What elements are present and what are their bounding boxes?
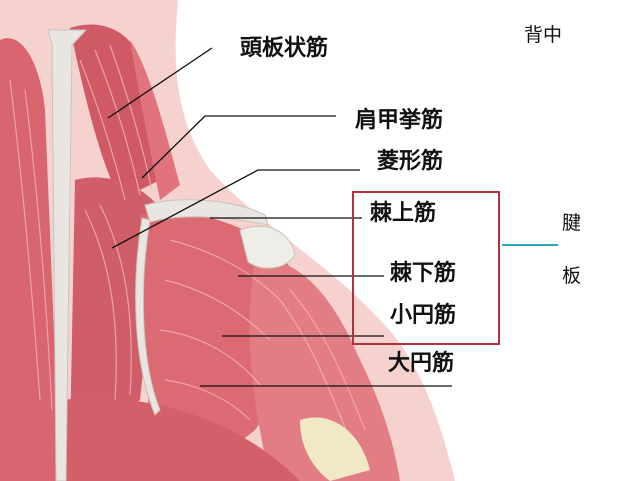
muscle-left-back <box>0 38 60 481</box>
label-back: 背中 <box>524 24 563 46</box>
scapula-spine <box>144 199 269 226</box>
muscle-fibers <box>9 44 366 441</box>
humerus-bone <box>300 417 370 481</box>
label-splenius-capitis: 頭板状筋 <box>240 36 329 61</box>
spine <box>47 29 88 481</box>
leader-lines <box>107 47 452 387</box>
muscle-lower-back <box>60 398 300 481</box>
label-teres-minor: 小円筋 <box>390 303 457 328</box>
muscle-arm <box>249 259 400 481</box>
muscle-levator <box>130 40 180 200</box>
label-supraspinatus: 棘上筋 <box>370 201 437 226</box>
label-rhomboid: 菱形筋 <box>377 149 444 174</box>
acromion <box>239 225 296 269</box>
muscle-rhomboid <box>70 177 160 440</box>
label-tendon-line2: 板 <box>562 265 582 287</box>
label-tendon-line1: 腱 <box>562 212 582 234</box>
tendon-connector-line <box>502 244 558 246</box>
label-infraspinatus: 棘下筋 <box>390 261 457 286</box>
rotator-cuff-box <box>352 191 500 345</box>
label-teres-major: 大円筋 <box>388 351 455 376</box>
scapula-edge <box>135 217 161 416</box>
label-levator-scapulae: 肩甲挙筋 <box>355 108 444 133</box>
